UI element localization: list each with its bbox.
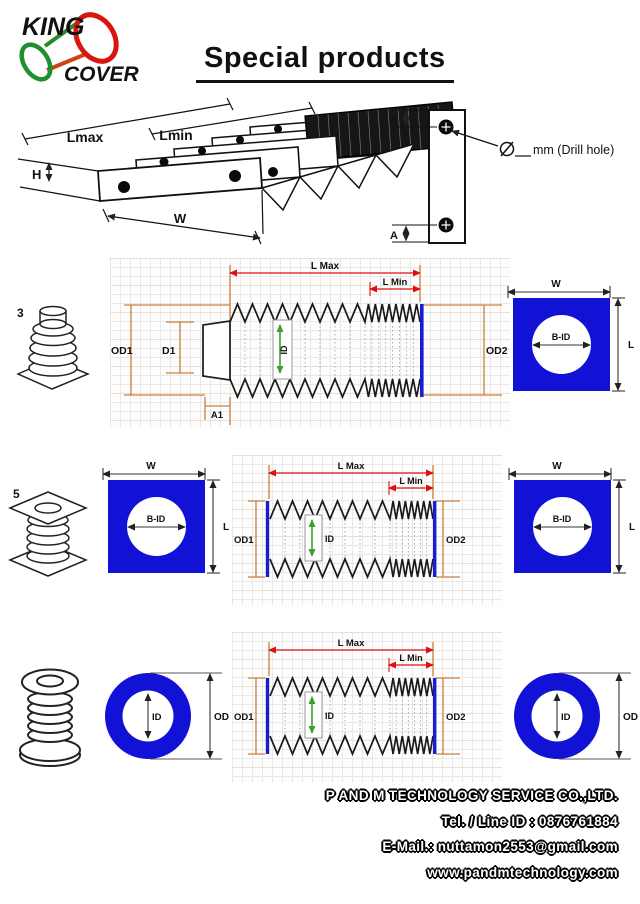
- row2-end-plate-panel-left: W B-ID L: [102, 461, 229, 574]
- footer-email: E-Mail.: nuttamon2553@gmail.com: [382, 839, 618, 854]
- overview-diagram: Lmax Lmin H W A A mm (Drill hole): [17, 97, 614, 245]
- drill-note-label: mm (Drill hole): [533, 143, 614, 157]
- footer-company: P AND M TECHNOLOGY SERVICE CO.,LTD.: [325, 788, 618, 803]
- row2-id-box: [304, 514, 323, 562]
- logo-loop-red: [73, 12, 119, 64]
- row3-ring-panel-left: ID OD: [105, 672, 229, 760]
- end-plate-detail: A A mm (Drill hole): [390, 109, 614, 244]
- dim-lmax-label: Lmax: [67, 129, 104, 145]
- row3-od1-label: OD1: [234, 712, 254, 723]
- row2-end-plate-panel-right: W B-ID L: [508, 461, 635, 574]
- row3-fold-lines: [284, 696, 427, 736]
- row1-bellows-top: [229, 301, 421, 325]
- row2-lmax-label: L Max: [338, 461, 365, 472]
- row3-id-label: ID: [325, 711, 335, 721]
- row2-lmin-label: L Min: [399, 476, 422, 486]
- panel-w-label: W: [146, 461, 156, 472]
- row1-end-plate-bar: [420, 304, 424, 397]
- dim-lmin-label: Lmin: [159, 127, 192, 143]
- row3-lmax-label: L Max: [338, 638, 365, 649]
- row3-id-box: [304, 691, 323, 739]
- row1-orange-dims: [124, 265, 502, 425]
- ring-od-label: OD: [623, 712, 638, 723]
- row1-d1-label: D1: [162, 345, 176, 357]
- panel-l-label: L: [223, 522, 229, 533]
- dim-h-label: H: [32, 167, 41, 182]
- row2-3d-sketch: [8, 491, 88, 577]
- fold-v: [260, 175, 302, 212]
- row2-od1-label: OD1: [234, 535, 254, 546]
- row2-od2-label: OD2: [446, 535, 466, 546]
- row3-drawing-area: L Max L Min ID OD1 OD2: [232, 632, 502, 782]
- row1-lmax-label: L Max: [311, 261, 340, 272]
- panel-bid-label: B-ID: [553, 514, 572, 524]
- fold-v: [336, 153, 378, 190]
- panel-l-label: L: [629, 522, 635, 533]
- row1-drawing-area: L Max L Min ID OD1 D1 A1 OD2: [110, 258, 510, 428]
- row1-id-label: ID: [279, 345, 289, 355]
- king-cover-logo: KING COVER: [19, 12, 140, 86]
- top-plate-hole: [34, 502, 62, 514]
- row1-3d-sketch: [16, 305, 90, 390]
- row3-ring-panel-right: ID OD: [514, 672, 638, 760]
- row2-technical-drawing: L Max L Min ID OD1 OD2: [234, 461, 466, 580]
- row1-technical-drawing: L Max L Min ID OD1 D1 A1 OD2: [111, 261, 508, 425]
- row3-bellows-bottom: [269, 732, 434, 757]
- ring-od-label: OD: [214, 712, 229, 723]
- row1-index: 3: [17, 306, 24, 320]
- row2-fold-lines: [284, 519, 427, 559]
- row1-bellows-bottom: [229, 376, 421, 400]
- overview-dimensions: [17, 97, 316, 245]
- row1-end-plate-panel: W B-ID L: [507, 279, 634, 392]
- panel-l-label: L: [628, 340, 634, 351]
- row3-bellows-top: [269, 675, 434, 700]
- logo-loop-green: [19, 42, 53, 82]
- ring-id-label: ID: [561, 712, 571, 723]
- fold-v: [298, 164, 340, 201]
- row2-orange-dims: [248, 465, 460, 578]
- dim-a-bottom-label: A: [390, 230, 398, 242]
- mounting-holes: [118, 125, 282, 193]
- logo-text-cover: COVER: [64, 63, 140, 86]
- row2-end-plate-bar-left: [265, 501, 270, 577]
- logo-text-king: KING: [22, 13, 85, 41]
- row3-end-plate-bar-left: [265, 678, 270, 754]
- footer-tel-line: Tel. / Line ID : 0876761884: [441, 813, 618, 829]
- row3-3d-sketch: [19, 668, 81, 767]
- panel-bid-label: B-ID: [147, 514, 166, 524]
- row2-bellows-top: [269, 498, 434, 523]
- drill-leader-line: [451, 129, 499, 147]
- logo-swoosh-cross-red: [46, 52, 87, 72]
- contact-footer: P AND M TECHNOLOGY SERVICE CO.,LTD. Tel.…: [326, 783, 618, 885]
- panel-w-label: W: [552, 461, 562, 472]
- row2-end-plate-bar-right: [433, 501, 437, 577]
- row1-od2-label: OD2: [486, 345, 508, 357]
- row2-bellows-bottom: [269, 555, 434, 580]
- row2-drawing-area: L Max L Min ID OD1 OD2: [232, 455, 502, 605]
- row1-fold-lines: [244, 322, 414, 379]
- row1-lmin-label: L Min: [383, 277, 408, 288]
- dim-a-top-label: A: [390, 115, 398, 127]
- row3-lmin-label: L Min: [399, 653, 422, 663]
- row3-orange-dims: [248, 642, 460, 755]
- row1-od1-label: OD1: [111, 345, 133, 357]
- footer-website: www.pandmtechnology.com: [427, 864, 618, 880]
- bellows-3d-sketch: [97, 101, 457, 212]
- page-title: Special products: [196, 42, 454, 83]
- ring-id-label: ID: [152, 712, 162, 723]
- dim-w-label: W: [174, 211, 187, 226]
- row3-od2-label: OD2: [446, 712, 466, 723]
- row3-technical-drawing: L Max L Min ID OD1 OD2: [234, 638, 466, 757]
- row1-a1-label: A1: [211, 410, 224, 421]
- row2-id-label: ID: [325, 534, 335, 544]
- panel-bid-label: B-ID: [552, 332, 571, 342]
- top-flange-hole: [36, 674, 64, 688]
- fold-v: [374, 142, 416, 179]
- diameter-icon: [499, 141, 515, 157]
- row2-index: 5: [13, 487, 20, 501]
- row1-cuff: [202, 319, 231, 382]
- panel-w-label: W: [551, 279, 561, 290]
- row3-end-plate-bar-right: [433, 678, 437, 754]
